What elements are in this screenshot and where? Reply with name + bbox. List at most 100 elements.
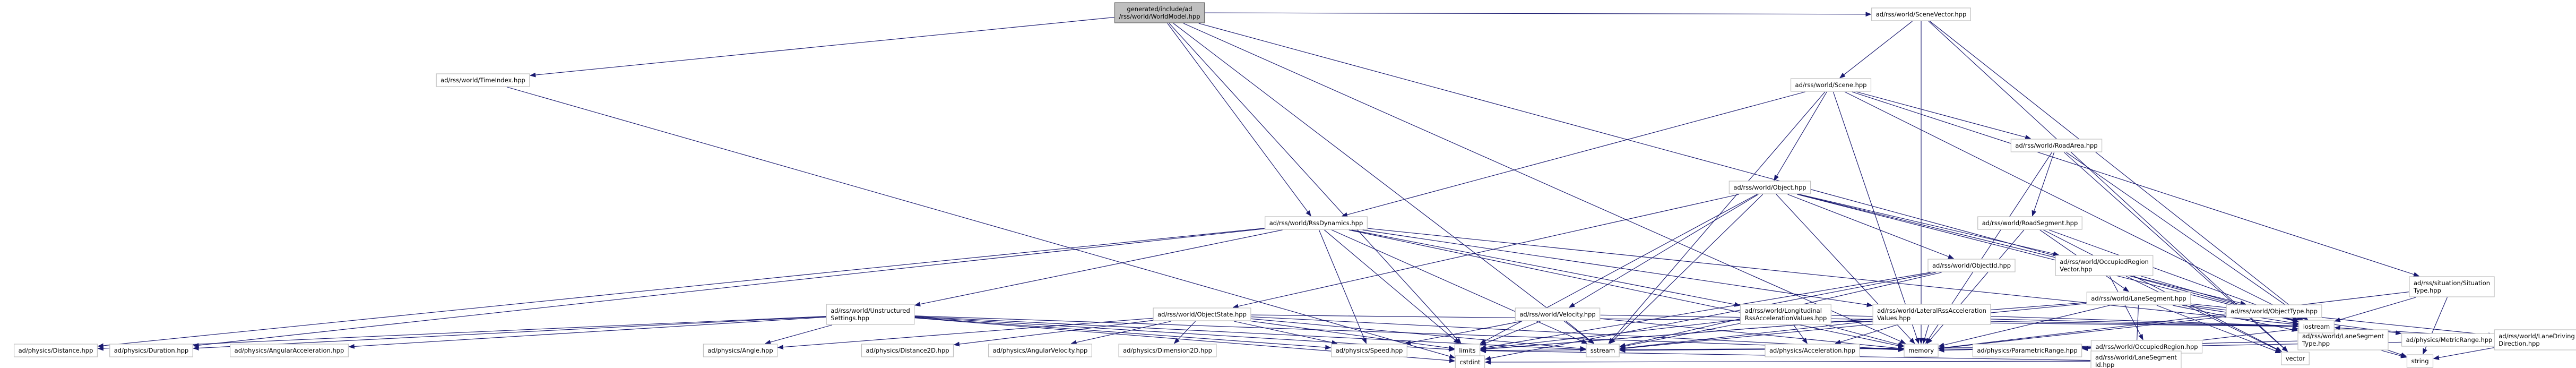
edge-scene-to-sstream xyxy=(1609,91,1826,344)
edge-or-to-iostream xyxy=(2202,329,2298,341)
node-label-dyn-0: ad/rss/world/RssDynamics.hpp xyxy=(1269,219,1363,227)
edge-os-to-limits xyxy=(1251,321,1454,349)
node-pdur[interactable]: ad/physics/Duration.hpp xyxy=(109,344,193,357)
edge-us-to-pdur xyxy=(193,316,826,348)
node-pangle[interactable]: ad/physics/Angle.hpp xyxy=(703,344,778,357)
node-pdim[interactable]: ad/physics/Dimension2D.hpp xyxy=(1118,344,1217,357)
node-label-vector-0: vector xyxy=(2286,355,2305,362)
node-label-lat-1: Values.hpp xyxy=(1877,314,1911,322)
edge-root-to-memory xyxy=(1183,23,1906,344)
node-sstream[interactable]: sstream xyxy=(1586,344,1620,357)
node-ppr[interactable]: ad/physics/ParametricRange.hpp xyxy=(1972,344,2082,357)
edge-orv-to-vector xyxy=(2125,276,2281,352)
edge-root-to-dyn xyxy=(1167,23,1311,216)
node-mr[interactable]: ad/physics/MetricRange.hpp xyxy=(2401,333,2497,347)
node-label-pspeed-0: ad/physics/Speed.hpp xyxy=(1336,347,1403,354)
node-pspeed[interactable]: ad/physics/Speed.hpp xyxy=(1331,344,1407,357)
node-rs[interactable]: ad/rss/world/RoadSegment.hpp xyxy=(1977,216,2082,230)
edge-obj-to-sstream xyxy=(1610,194,1764,344)
node-ls[interactable]: ad/rss/world/LaneSegment.hpp xyxy=(2086,292,2191,305)
node-label-memory-0: memory xyxy=(1908,347,1934,354)
node-cstdint[interactable]: cstdint xyxy=(1455,355,1485,368)
node-label-pdim-0: ad/physics/Dimension2D.hpp xyxy=(1123,347,1212,354)
edge-lat-to-memory xyxy=(1923,324,1929,344)
node-vector[interactable]: vector xyxy=(2281,352,2310,365)
node-label-lsid-0: ad/rss/world/LaneSegment xyxy=(2095,354,2177,361)
node-label-us-0: ad/rss/world/Unstructured xyxy=(831,307,910,314)
edge-rs-to-vector xyxy=(2043,229,2281,352)
edge-vel-to-limits xyxy=(1481,321,1541,346)
edge-root-to-ti xyxy=(530,16,1114,76)
edge-root-to-limits xyxy=(1169,23,1461,344)
edge-oid-to-cstdint xyxy=(1485,272,1936,359)
edge-os-to-sstream xyxy=(1251,318,1586,349)
node-lat[interactable]: ad/rss/world/LateralRssAccelerationValue… xyxy=(1872,304,1991,325)
node-pd2d[interactable]: ad/physics/Distance2D.hpp xyxy=(861,344,954,357)
node-limits[interactable]: limits xyxy=(1454,344,1481,357)
node-label-sit-0: ad/rss/situation/Situation xyxy=(2414,279,2490,287)
node-label-pangle-0: ad/physics/Angle.hpp xyxy=(707,347,773,354)
node-pangvel[interactable]: ad/physics/AngularVelocity.hpp xyxy=(988,344,1092,357)
edge-ra-to-iostream xyxy=(2066,152,2307,320)
node-string[interactable]: string xyxy=(2406,354,2434,368)
node-os[interactable]: ad/rss/world/ObjectState.hpp xyxy=(1153,307,1251,321)
node-label-mr-0: ad/physics/MetricRange.hpp xyxy=(2406,336,2493,344)
edge-dyn-to-lat xyxy=(1362,229,1872,305)
node-label-sit-1: Type.hpp xyxy=(2413,287,2441,294)
edge-lst-to-string xyxy=(2381,350,2407,357)
node-label-us-1: Settings.hpp xyxy=(831,314,869,322)
node-lon[interactable]: ad/rss/world/LongitudinalRssAcceleration… xyxy=(1740,304,1831,325)
edge-dyn-to-lon xyxy=(1351,229,1740,305)
node-pdist[interactable]: ad/physics/Distance.hpp xyxy=(13,344,98,357)
edge-sit-to-iostream xyxy=(2335,297,2416,321)
node-iostream[interactable]: iostream xyxy=(2298,320,2335,333)
edge-sv-to-vector xyxy=(1928,21,2288,352)
node-label-ls-0: ad/rss/world/LaneSegment.hpp xyxy=(2091,295,2186,302)
edge-obj-to-os xyxy=(1233,194,1739,307)
edge-scene-to-sit xyxy=(1852,91,2419,276)
edge-ot-to-iostream xyxy=(2293,318,2298,320)
edge-oid-to-limits xyxy=(1481,272,1931,348)
node-label-lst-1: Type.hpp xyxy=(2302,340,2330,347)
edge-lat-to-iostream xyxy=(1991,315,2298,326)
dependency-edges xyxy=(98,13,2494,362)
edge-ra-to-rs xyxy=(2032,152,2055,216)
node-ra[interactable]: ad/rss/world/RoadArea.hpp xyxy=(2010,139,2103,152)
edge-ls-to-sstream xyxy=(1620,303,2087,349)
edge-scene-to-obj xyxy=(1774,91,1827,181)
edge-vel-to-sstream xyxy=(1566,321,1594,344)
edge-os-to-pangle xyxy=(778,318,1153,347)
node-sv[interactable]: ad/rss/world/SceneVector.hpp xyxy=(1871,7,1971,21)
edge-obj-to-limits xyxy=(1480,194,1758,344)
node-label-vel-0: ad/rss/world/Velocity.hpp xyxy=(1519,311,1595,318)
node-pangacc[interactable]: ad/physics/AngularAcceleration.hpp xyxy=(230,344,349,357)
node-label-lsid-1: Id.hpp xyxy=(2095,361,2114,368)
node-scene[interactable]: ad/rss/world/Scene.hpp xyxy=(1790,78,1872,92)
node-label-cstdint-0: cstdint xyxy=(1459,358,1481,366)
edge-us-to-pspeed xyxy=(914,317,1331,348)
node-label-pdur-0: ad/physics/Duration.hpp xyxy=(114,347,188,354)
node-obj[interactable]: ad/rss/world/Object.hpp xyxy=(1728,181,1811,194)
node-memory[interactable]: memory xyxy=(1904,344,1939,357)
edge-sv-to-iostream xyxy=(1930,21,2307,320)
node-pacc[interactable]: ad/physics/Acceleration.hpp xyxy=(1765,344,1860,357)
edge-os-to-pdim xyxy=(1174,321,1196,344)
node-oid[interactable]: ad/rss/world/ObjectId.hpp xyxy=(1927,259,2016,272)
node-ti[interactable]: ad/rss/world/TimeIndex.hpp xyxy=(436,73,530,87)
edge-dyn-to-limits xyxy=(1324,229,1459,344)
node-vel[interactable]: ad/rss/world/Velocity.hpp xyxy=(1515,307,1601,321)
node-dyn[interactable]: ad/rss/world/RssDynamics.hpp xyxy=(1265,216,1368,230)
node-ot[interactable]: ad/rss/world/ObjectType.hpp xyxy=(2226,304,2322,318)
node-label-ra-0: ad/rss/world/RoadArea.hpp xyxy=(2015,142,2097,149)
edge-us-to-pdist xyxy=(98,316,826,349)
node-label-pangacc-0: ad/physics/AngularAcceleration.hpp xyxy=(235,347,344,354)
node-label-pdist-0: ad/physics/Distance.hpp xyxy=(19,347,93,354)
edge-rs-to-memory xyxy=(1927,229,2025,344)
node-label-lon-0: ad/rss/world/Longitudinal xyxy=(1745,307,1822,314)
